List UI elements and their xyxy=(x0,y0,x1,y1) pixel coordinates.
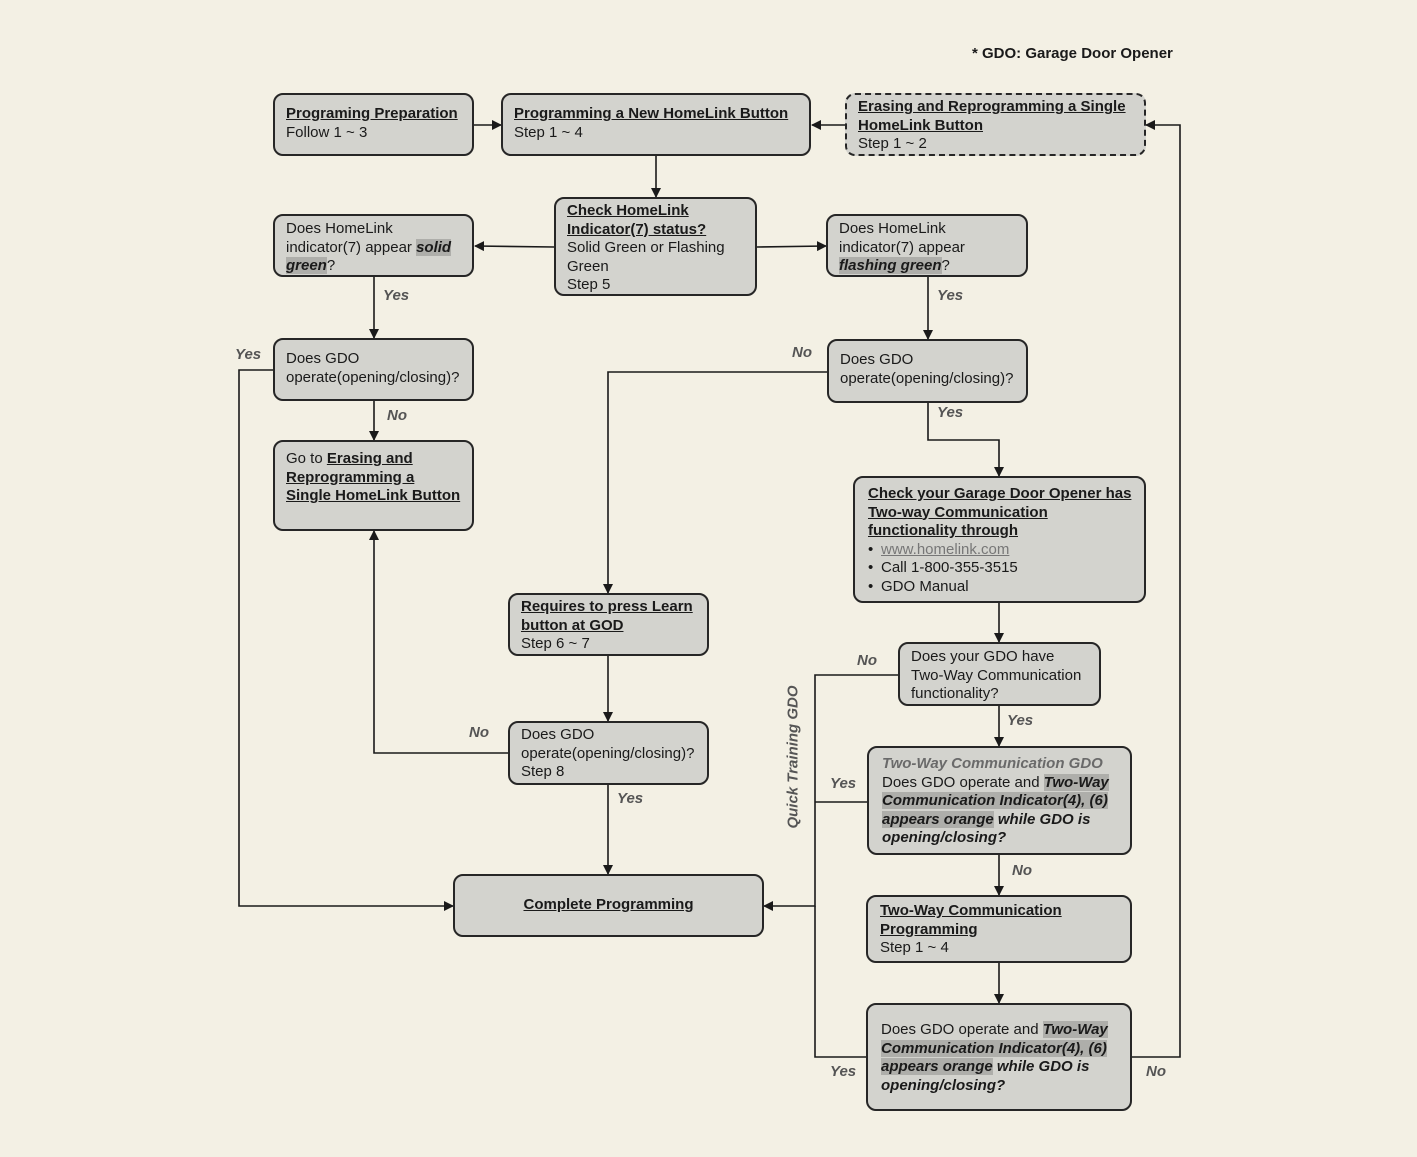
homelink-website-link[interactable]: www.homelink.com xyxy=(881,540,1010,558)
goto-prefix: Go to xyxy=(286,450,327,467)
box-step: Step 1 ~ 2 xyxy=(858,135,927,152)
erasing-reprogramming-box: Erasing and Reprogramming a Single HomeL… xyxy=(845,93,1146,156)
question-text: Does GDO operate(opening/closing)? xyxy=(521,726,695,762)
yes-label: Yes xyxy=(617,790,644,807)
box-title: Two-Way Communication Programming xyxy=(880,902,1062,938)
question-text: Does GDO operate and xyxy=(882,773,1044,791)
gdo-operate-right-box: Does GDO operate(opening/closing)? xyxy=(827,339,1028,403)
goto-erasing-link: Erasing and Reprogramming a Single HomeL… xyxy=(286,450,461,504)
yes-label: Yes xyxy=(937,404,964,421)
gdo-footnote: * GDO: Garage Door Opener xyxy=(972,45,1173,62)
press-learn-button-box: Requires to press Learn button at GOD St… xyxy=(508,593,709,656)
check-indicator-status-box: Check HomeLink Indicator(7) status? Soli… xyxy=(554,197,757,296)
list-item: GDO Manual xyxy=(868,578,1133,597)
box-title: Check your Garage Door Opener has Two-wa… xyxy=(868,485,1132,539)
box-title: Programming a New HomeLink Button xyxy=(514,105,789,122)
info-source-list: www.homelink.com Call 1-800-355-3515 GDO… xyxy=(868,541,1133,597)
box-title: Programing Preparation xyxy=(286,105,458,122)
box-step: Follow 1 ~ 3 xyxy=(286,123,368,141)
yes-label: Yes xyxy=(383,287,410,304)
yes-label: Yes xyxy=(937,287,964,304)
box-step: Step 1 ~ 4 xyxy=(514,123,583,141)
gdo-operate-step8-box: Does GDO operate(opening/closing)? Step … xyxy=(508,721,709,785)
no-label: No xyxy=(1146,1063,1166,1080)
question-text: Does GDO operate(opening/closing)? xyxy=(286,350,460,386)
question-text: Does your GDO have Two-Way Communication… xyxy=(911,648,1082,702)
question-text: Does HomeLink indicator(7) appear xyxy=(286,220,417,256)
have-two-way-box: Does your GDO have Two-Way Communication… xyxy=(898,642,1101,706)
check-two-way-box: Check your Garage Door Opener has Two-wa… xyxy=(853,476,1146,603)
goto-erasing-box: Go to Erasing and Reprogramming a Single… xyxy=(273,440,474,531)
no-label: No xyxy=(1012,862,1032,879)
yes-label: Yes xyxy=(1007,712,1034,729)
list-item: Call 1-800-355-3515 xyxy=(868,559,1133,578)
box-title: Check HomeLink Indicator(7) status? xyxy=(567,202,707,238)
yes-label: Yes xyxy=(235,346,262,363)
no-label: No xyxy=(792,344,812,361)
question-end: while GDO is opening/closing? xyxy=(881,1058,1090,1094)
yes-label: Yes xyxy=(830,775,857,792)
flashing-green-highlight: flashing green xyxy=(839,257,942,274)
question-text: Does GDO operate and xyxy=(881,1021,1043,1038)
question-text: Does GDO operate(opening/closing)? xyxy=(840,351,1014,387)
box-step: Step 5 xyxy=(567,276,611,293)
new-homelink-button-box: Programming a New HomeLink Button Step 1… xyxy=(501,93,811,156)
no-label: No xyxy=(857,652,877,669)
box-title: Erasing and Reprogramming a Single HomeL… xyxy=(858,98,1126,134)
box-title: Complete Programming xyxy=(523,896,694,913)
complete-programming-box: Complete Programming xyxy=(453,874,764,937)
solid-green-question-box: Does HomeLink indicator(7) appear solid … xyxy=(273,214,474,277)
box-title: Requires to press Learn button at GOD xyxy=(521,598,693,634)
box-step: Step 6 ~ 7 xyxy=(521,635,590,652)
programming-preparation-box: Programing Preparation Follow 1 ~ 3 xyxy=(273,93,474,156)
two-way-final-check-box: Does GDO operate and Two-Way Communicati… xyxy=(866,1003,1132,1111)
question-end: ? xyxy=(326,257,336,274)
quick-training-gdo-label: Quick Training GDO xyxy=(784,685,802,829)
box-step: Step 8 xyxy=(521,763,565,780)
box-heading: Two-Way Communication GDO xyxy=(882,755,1103,772)
box-body: Solid Green or Flashing Green xyxy=(567,239,725,275)
list-item: www.homelink.com xyxy=(868,541,1133,560)
question-end: ? xyxy=(941,257,950,274)
flashing-green-question-box: Does HomeLink indicator(7) appear flashi… xyxy=(826,214,1028,277)
two-way-gdo-box: Two-Way Communication GDO Does GDO opera… xyxy=(867,746,1132,855)
question-end: while GDO is opening/closing? xyxy=(882,810,1091,847)
no-label: No xyxy=(387,407,407,424)
two-way-programming-box: Two-Way Communication Programming Step 1… xyxy=(866,895,1132,963)
question-text: Does HomeLink indicator(7) appear xyxy=(839,220,965,256)
gdo-operate-left-box: Does GDO operate(opening/closing)? xyxy=(273,338,474,401)
yes-label: Yes xyxy=(830,1063,857,1080)
box-step: Step 1 ~ 4 xyxy=(880,939,949,956)
no-label: No xyxy=(469,724,489,741)
